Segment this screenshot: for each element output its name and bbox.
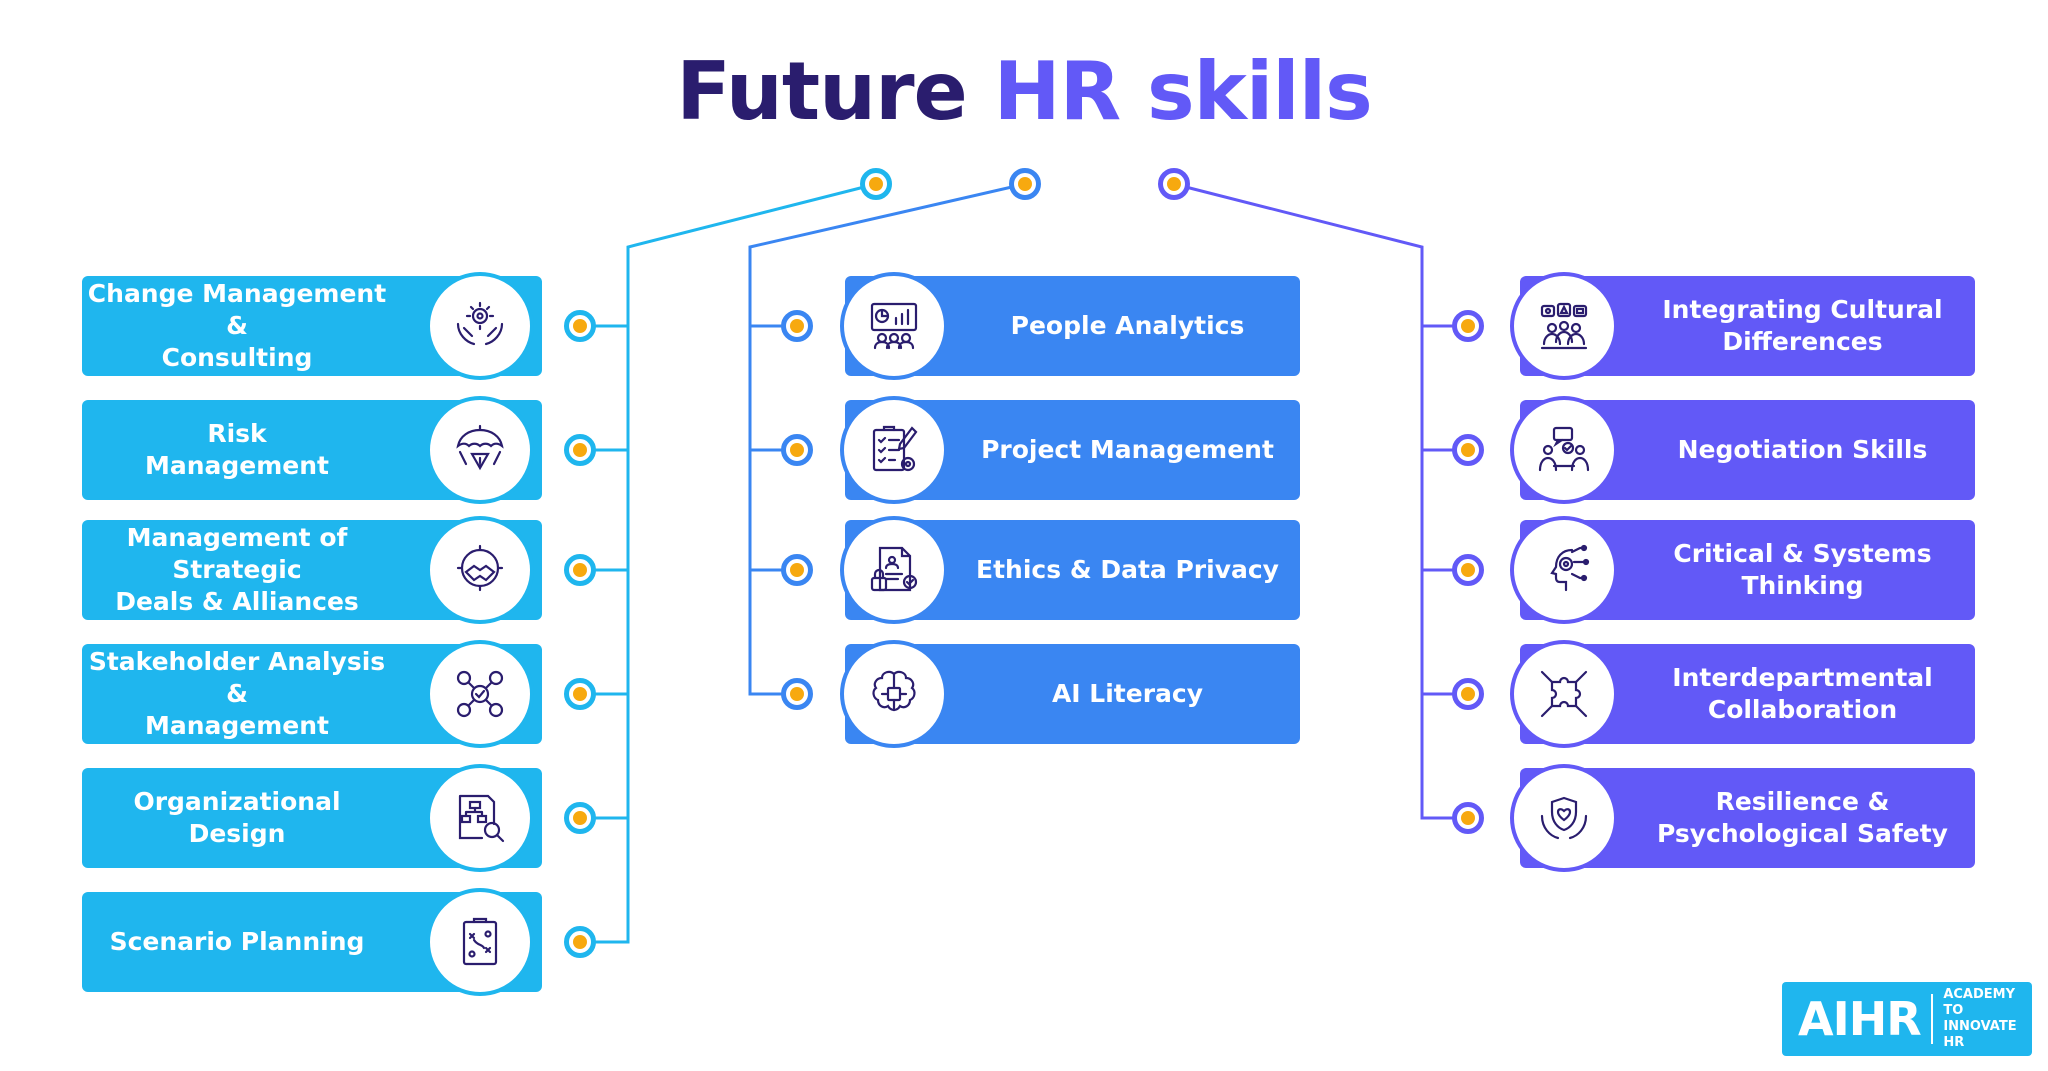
aihr-logo: AIHR ACADEMY TO INNOVATE HR [1782, 982, 2032, 1056]
title-part-2: HR skills [993, 45, 1373, 138]
skill-label: Negotiation Skills [1677, 435, 1928, 464]
top-node-right [1158, 168, 1190, 200]
skill-label: Risk Management [144, 419, 330, 480]
top-node-middle [1009, 168, 1041, 200]
strategy-board-icon [426, 888, 534, 996]
handshake-gear-icon [426, 516, 534, 624]
skill-label: Interdepartmental Collaboration [1672, 663, 1933, 724]
skill-label: Management of Strategic Deals & Alliance… [115, 523, 359, 616]
skill-label: Organizational Design [133, 787, 341, 848]
checklist-gear-icon [840, 396, 948, 504]
brain-chip-icon [840, 640, 948, 748]
node-dot [781, 434, 813, 466]
negotiation-people-icon [1510, 396, 1618, 504]
skill-label: People Analytics [1010, 311, 1245, 340]
connector-right [1173, 182, 1468, 820]
node-dot [781, 554, 813, 586]
logo-subtitle: ACADEMY TO INNOVATE HR [1943, 987, 2032, 1051]
connector-left [580, 182, 877, 944]
umbrella-warning-icon [426, 396, 534, 504]
stakeholder-network-icon [426, 640, 534, 748]
node-dot [1452, 310, 1484, 342]
presentation-analytics-icon [840, 272, 948, 380]
page-title: Future HR skills [0, 42, 2048, 142]
title-part-1: Future [676, 45, 968, 138]
skill-label: AI Literacy [1051, 679, 1204, 708]
logo-mark: AIHR [1798, 992, 1922, 1046]
node-dot [1452, 802, 1484, 834]
node-dot [564, 926, 596, 958]
node-dot [781, 678, 813, 710]
skill-label: Critical & Systems Thinking [1673, 539, 1932, 600]
node-dot [1452, 554, 1484, 586]
document-lock-icon [840, 516, 948, 624]
skill-label: Change Management & Consulting [87, 279, 387, 372]
node-dot [1452, 434, 1484, 466]
skill-label: Integrating Cultural Differences [1662, 295, 1943, 356]
node-dot [781, 310, 813, 342]
skill-label: Resilience & Psychological Safety [1657, 787, 1948, 848]
diverse-team-icon [1510, 272, 1618, 380]
node-dot [564, 554, 596, 586]
node-dot [564, 678, 596, 710]
org-chart-magnifier-icon [426, 764, 534, 872]
logo-divider [1930, 994, 1934, 1044]
skill-label: Scenario Planning [109, 927, 365, 956]
shield-hands-icon [1510, 764, 1618, 872]
skill-label: Stakeholder Analysis & Management [88, 647, 386, 740]
hands-gear-icon [426, 272, 534, 380]
node-dot [564, 802, 596, 834]
logo-subtitle-line-2: INNOVATE HR [1943, 1019, 2017, 1050]
logo-subtitle-line-1: ACADEMY TO [1943, 987, 2016, 1018]
puzzle-hands-icon [1510, 640, 1618, 748]
node-dot [564, 434, 596, 466]
node-dot [1452, 678, 1484, 710]
skill-label: Project Management [981, 435, 1274, 464]
node-dot [564, 310, 596, 342]
top-node-left [860, 168, 892, 200]
head-gear-network-icon [1510, 516, 1618, 624]
skill-label: Ethics & Data Privacy [976, 555, 1279, 584]
connector-middle [748, 182, 1026, 696]
